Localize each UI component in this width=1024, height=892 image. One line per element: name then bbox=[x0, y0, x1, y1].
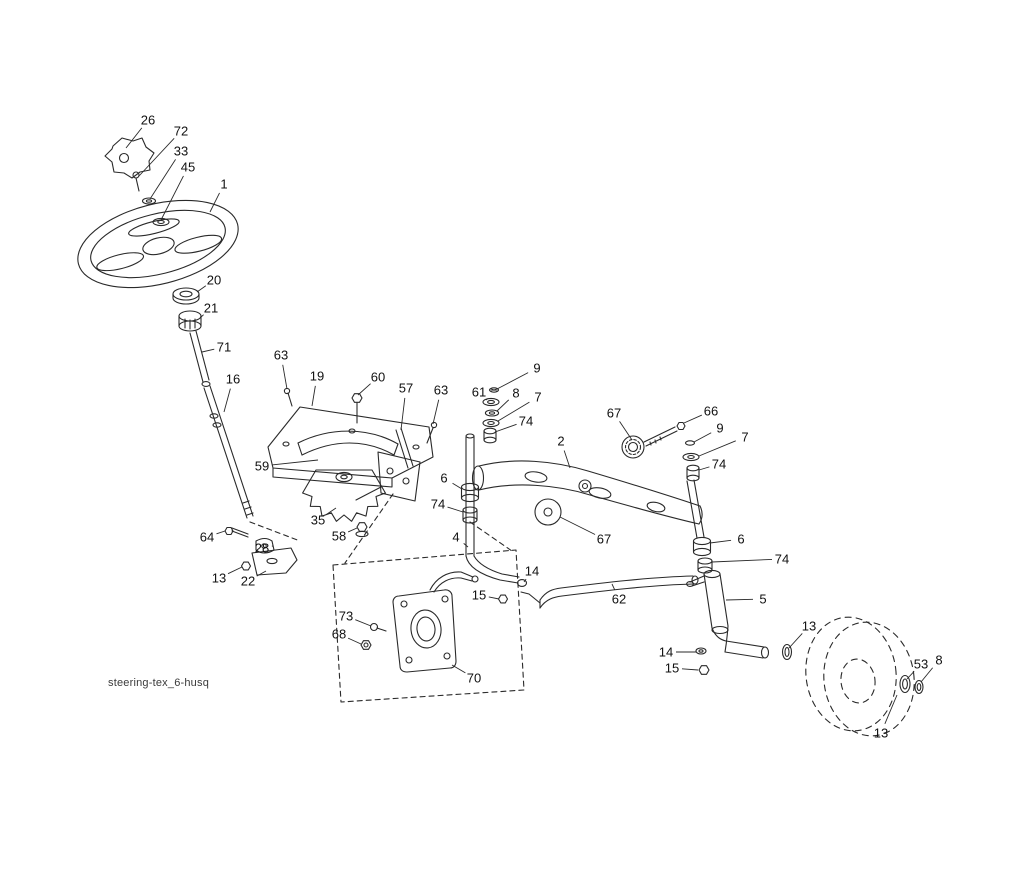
part-label-73: 73 bbox=[338, 608, 354, 624]
washer-33 bbox=[141, 197, 157, 205]
part-label-9: 9 bbox=[533, 360, 541, 376]
steering-shaft bbox=[189, 330, 254, 519]
steering-wheel bbox=[77, 199, 239, 289]
part-label-13: 13 bbox=[801, 618, 817, 634]
washer-45 bbox=[152, 217, 170, 227]
part-label-57: 57 bbox=[398, 380, 414, 396]
part-label-15: 15 bbox=[471, 587, 487, 603]
part-label-35: 35 bbox=[310, 512, 326, 528]
part-label-1: 1 bbox=[220, 176, 228, 192]
part-label-60: 60 bbox=[370, 369, 386, 385]
part-label-22: 22 bbox=[240, 573, 256, 589]
support-bracket-59 bbox=[355, 427, 421, 502]
part-label-63: 63 bbox=[433, 382, 449, 398]
washer-14-nut-15-right bbox=[695, 647, 710, 675]
part-label-74: 74 bbox=[774, 551, 790, 567]
part-label-4: 4 bbox=[452, 529, 460, 545]
part-label-72: 72 bbox=[173, 123, 189, 139]
part-label-62: 62 bbox=[611, 591, 627, 607]
part-label-67: 67 bbox=[606, 405, 622, 421]
part-label-14: 14 bbox=[524, 563, 540, 579]
part-label-8: 8 bbox=[512, 385, 520, 401]
part-label-2: 2 bbox=[557, 433, 565, 449]
part-label-28: 28 bbox=[254, 540, 270, 556]
washer-8-right bbox=[914, 679, 924, 695]
part-label-9: 9 bbox=[716, 420, 724, 436]
part-label-14: 14 bbox=[658, 644, 674, 660]
part-label-63: 63 bbox=[273, 347, 289, 363]
wheel-tire bbox=[805, 616, 915, 737]
spacer-13-right bbox=[781, 643, 793, 661]
kingpin-hardware-left bbox=[482, 387, 500, 444]
axle-beam bbox=[471, 460, 703, 525]
part-label-13: 13 bbox=[211, 570, 227, 586]
part-label-66: 66 bbox=[703, 403, 719, 419]
part-label-20: 20 bbox=[206, 272, 222, 288]
part-label-67: 67 bbox=[596, 531, 612, 547]
bolt-66 bbox=[643, 421, 686, 447]
console-plate bbox=[267, 387, 438, 488]
sector-gear-35 bbox=[302, 469, 386, 522]
construction-lines bbox=[249, 493, 525, 703]
part-label-16: 16 bbox=[225, 371, 241, 387]
left-kingpin bbox=[460, 433, 528, 604]
diagram-caption: steering-tex_6-husq bbox=[108, 677, 210, 689]
steering-cap bbox=[104, 137, 155, 179]
gear-bolt-58 bbox=[355, 522, 369, 538]
part-label-15: 15 bbox=[664, 660, 680, 676]
part-label-58: 58 bbox=[331, 528, 347, 544]
part-label-6: 6 bbox=[737, 531, 745, 547]
part-label-45: 45 bbox=[180, 159, 196, 175]
part-label-26: 26 bbox=[140, 112, 156, 128]
part-label-33: 33 bbox=[173, 143, 189, 159]
nut-68 bbox=[360, 640, 372, 650]
part-label-70: 70 bbox=[466, 670, 482, 686]
part-label-61: 61 bbox=[471, 384, 487, 400]
part-label-7: 7 bbox=[534, 389, 542, 405]
part-label-6: 6 bbox=[440, 470, 448, 486]
part-label-71: 71 bbox=[216, 339, 232, 355]
washer-53 bbox=[899, 674, 911, 694]
pinion-gear-67 bbox=[621, 435, 645, 459]
part-label-21: 21 bbox=[203, 300, 219, 316]
part-label-64: 64 bbox=[199, 529, 215, 545]
part-label-5: 5 bbox=[759, 591, 767, 607]
part-label-7: 7 bbox=[741, 429, 749, 445]
hub-ring-20 bbox=[172, 287, 200, 305]
part-label-74: 74 bbox=[430, 496, 446, 512]
part-label-68: 68 bbox=[331, 626, 347, 642]
part-label-74: 74 bbox=[518, 413, 534, 429]
part-label-8: 8 bbox=[935, 652, 943, 668]
cap-screw-72 bbox=[132, 171, 140, 192]
steering-disc-67 bbox=[534, 498, 562, 526]
part-label-19: 19 bbox=[309, 368, 325, 384]
mounting-plate-70 bbox=[392, 571, 479, 673]
part-label-13: 13 bbox=[873, 725, 889, 741]
tie-rod bbox=[520, 575, 699, 609]
part-label-74: 74 bbox=[711, 456, 727, 472]
bolt-73 bbox=[369, 622, 387, 632]
part-label-59: 59 bbox=[254, 458, 270, 474]
part-label-53: 53 bbox=[913, 656, 929, 672]
